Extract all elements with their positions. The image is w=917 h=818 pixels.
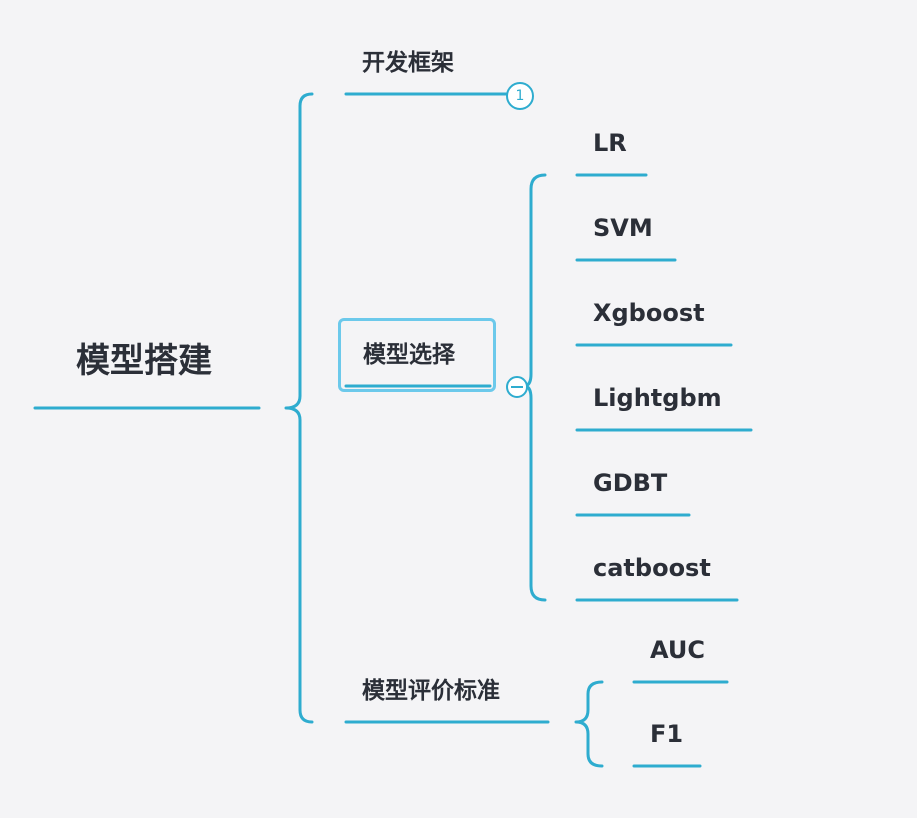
topic-lightgbm[interactable]: Lightgbm: [593, 384, 722, 412]
topic-auc[interactable]: AUC: [650, 636, 705, 664]
topic-lr[interactable]: LR: [593, 129, 627, 157]
collapsed-count: 1: [515, 88, 525, 104]
root-topic[interactable]: 模型搭建: [76, 341, 212, 381]
topic-xgboost[interactable]: Xgboost: [593, 299, 705, 327]
topic-catboost[interactable]: catboost: [593, 554, 711, 582]
collapsed-count-badge[interactable]: 1: [506, 82, 534, 110]
eval-bracket: [574, 680, 604, 768]
topic-f1[interactable]: F1: [650, 720, 684, 748]
root-bracket: [284, 92, 314, 724]
topic-gdbt[interactable]: GDBT: [593, 469, 668, 497]
topic-model-selection[interactable]: 模型选择: [363, 342, 455, 368]
topic-dev-framework[interactable]: 开发框架: [362, 50, 454, 76]
topic-svm[interactable]: SVM: [593, 214, 653, 242]
topic-model-evaluation[interactable]: 模型评价标准: [362, 678, 500, 704]
minus-circle-icon[interactable]: [506, 376, 528, 398]
selection-outline: [338, 318, 496, 392]
